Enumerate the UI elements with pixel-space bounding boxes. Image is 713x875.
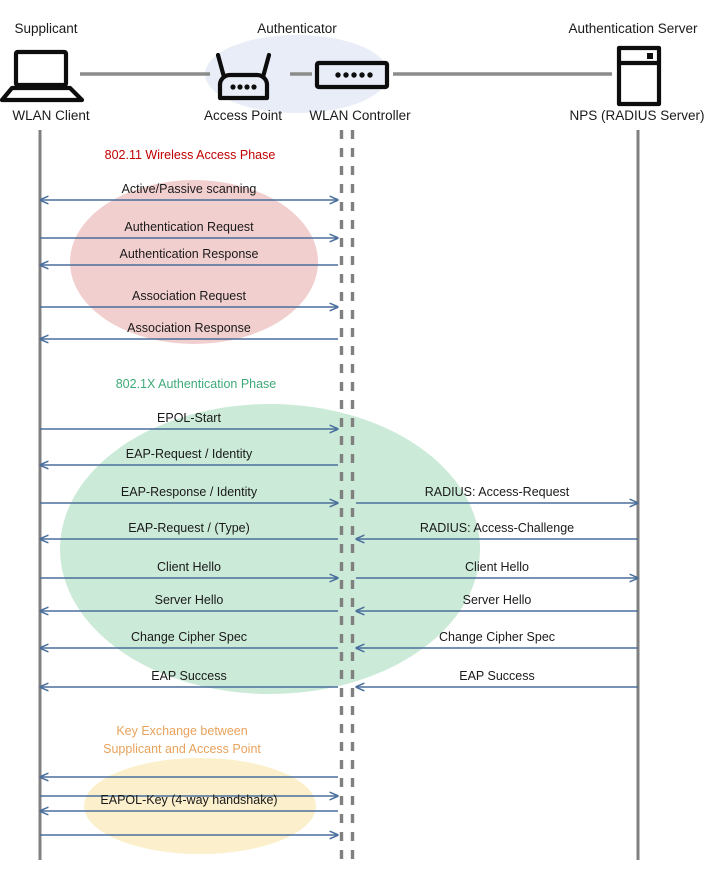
message-right-5: EAP Success [356,669,638,687]
laptop-icon [0,49,85,103]
server-icon [616,45,662,107]
message-left-2: Authentication Response [40,247,338,265]
phase-ellipse-80211 [70,180,318,344]
actor-role-supplicant: Supplicant [14,21,77,36]
message-label: EAP Success [151,669,227,683]
message-label: Association Response [127,321,251,335]
message-label: Association Request [132,289,246,303]
phase-label-80211: 802.11 Wireless Access Phase [105,148,276,162]
message-label: EPOL-Start [157,411,221,425]
actor-role-authenticator: Authenticator [257,21,337,36]
message-right-3: Server Hello [356,593,638,611]
lifelines [38,130,640,860]
actor-role-authentication-server: Authentication Server [568,21,698,36]
message-left-12: EAP Success [40,669,338,687]
phase-ellipse-8021x [60,404,480,694]
message-left-6: EAP-Request / Identity [40,447,338,465]
actor-name-nps-radius-server: NPS (RADIUS Server) [569,108,704,123]
phase-label-8021x: 802.1X Authentication Phase [116,377,277,391]
message-label: Server Hello [155,593,224,607]
actor-header: Supplicant Authenticator Authentication … [0,21,705,123]
message-left-0: Active/Passive scanning [40,182,338,200]
phase-ellipse-key [84,758,316,854]
message-right-4: Change Cipher Spec [356,630,638,648]
message-right-0: RADIUS: Access-Request [356,485,638,503]
access-point-icon [215,52,272,101]
message-left-4: Association Response [40,321,338,339]
message-label: Change Cipher Spec [439,630,555,644]
message-left-5: EPOL-Start [40,411,338,429]
message-left-15: EAPOL-Key (4-way handshake) [40,793,338,811]
actor-name-wlan-controller: WLAN Controller [309,108,411,123]
message-left-3: Association Request [40,289,338,307]
message-label: Authentication Response [120,247,259,261]
message-label: Change Cipher Spec [131,630,247,644]
message-right-2: Client Hello [356,560,638,578]
message-left-1: Authentication Request [40,220,338,238]
phase-label-key-exchange-line2: Supplicant and Access Point [103,742,261,756]
phase-backgrounds [60,180,480,854]
message-left-9: Client Hello [40,560,338,578]
message-label: EAP-Response / Identity [121,485,258,499]
message-label: EAP-Request / Identity [126,447,253,461]
wlan-controller-icon [314,60,390,90]
phase-labels: 802.11 Wireless Access Phase 802.1X Auth… [103,148,276,756]
message-label: EAPOL-Key (4-way handshake) [100,793,277,807]
message-label: Active/Passive scanning [122,182,257,196]
message-left-11: Change Cipher Spec [40,630,338,648]
message-label: Server Hello [463,593,532,607]
message-label: RADIUS: Access-Request [425,485,570,499]
actor-name-wlan-client: WLAN Client [12,108,90,123]
message-label: EAP Success [459,669,535,683]
message-right-1: RADIUS: Access-Challenge [356,521,638,539]
message-label: RADIUS: Access-Challenge [420,521,574,535]
message-label: Client Hello [465,560,529,574]
message-left-10: Server Hello [40,593,338,611]
message-left-7: EAP-Response / Identity [40,485,338,503]
actor-name-access-point: Access Point [204,108,282,123]
message-label: Authentication Request [124,220,254,234]
message-label: Client Hello [157,560,221,574]
message-label: EAP-Request / (Type) [128,521,250,535]
phase-label-key-exchange-line1: Key Exchange between [116,724,247,738]
message-left-8: EAP-Request / (Type) [40,521,338,539]
